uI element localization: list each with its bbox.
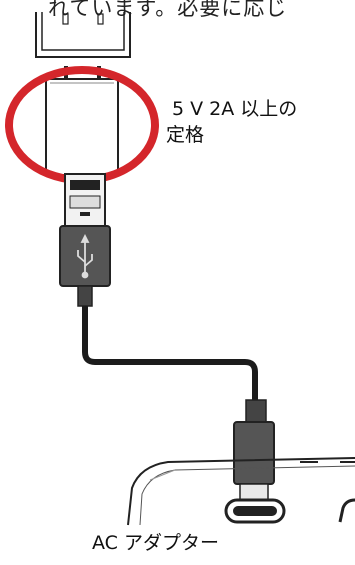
ac-adapter-cube [45,66,119,176]
device-body [127,457,355,526]
usb-a-plug [59,173,111,307]
usb-cable [82,306,258,400]
spec-rating-line2: 定格 [166,124,205,146]
usb-symbol-icon [77,233,93,279]
outlet-top-graphic [35,12,131,58]
ac-adapter-caption: AC アダプター [92,532,219,554]
spec-rating-line1: 5 V 2A 以上の [172,98,298,120]
top-cut-text: れています。必要に応じ [48,0,288,20]
usb-c-plug [233,399,275,501]
